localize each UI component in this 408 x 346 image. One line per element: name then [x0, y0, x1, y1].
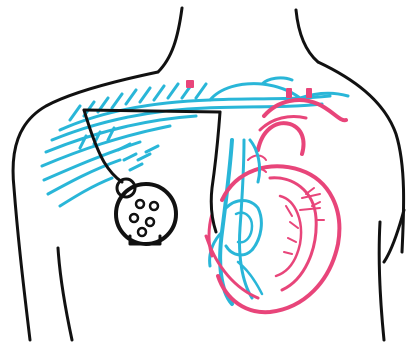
pacing-lead — [84, 110, 220, 232]
armpit-right-line — [384, 210, 404, 262]
left-arm-line — [58, 248, 72, 340]
heart-cross-section — [206, 100, 346, 312]
generator-port-4 — [146, 218, 154, 226]
lead-descending-segment — [211, 112, 220, 232]
lead-horizontal-segment — [84, 110, 220, 112]
neck-right-line — [296, 10, 318, 62]
implanted-pulse-generator — [116, 179, 176, 244]
right-shoulder-line — [318, 62, 404, 252]
generator-port-1 — [136, 200, 144, 208]
right-arm-line — [379, 222, 384, 340]
neck-left-line — [158, 8, 182, 72]
torso-outline — [13, 8, 404, 340]
generator-port-2 — [150, 202, 158, 210]
generator-port-5 — [138, 228, 146, 236]
generator-port-3 — [130, 214, 138, 222]
